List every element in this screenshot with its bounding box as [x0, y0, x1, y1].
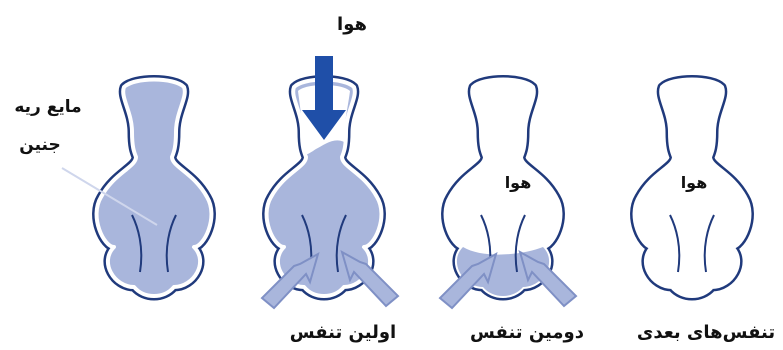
- fetal-lung-fluid-label-line2: جنین: [19, 135, 60, 155]
- air-label-subsequent: هوا: [681, 173, 708, 192]
- caption-second-breath: دومین تنفس: [470, 322, 584, 343]
- fetal-lung-fluid-label-line1: مایع ریه: [14, 97, 81, 117]
- caption-first-breath: اولین تنفس: [290, 322, 396, 343]
- air-label-second-breath: هوا: [505, 173, 532, 192]
- alveolus-fluid-filled: [62, 80, 211, 297]
- alveolus-first-breath: [262, 56, 398, 308]
- air-label-top: هوا: [337, 14, 367, 35]
- alveolus-second-breath: [440, 80, 576, 309]
- caption-later-breaths: تنفس‌های بعدی: [637, 322, 775, 343]
